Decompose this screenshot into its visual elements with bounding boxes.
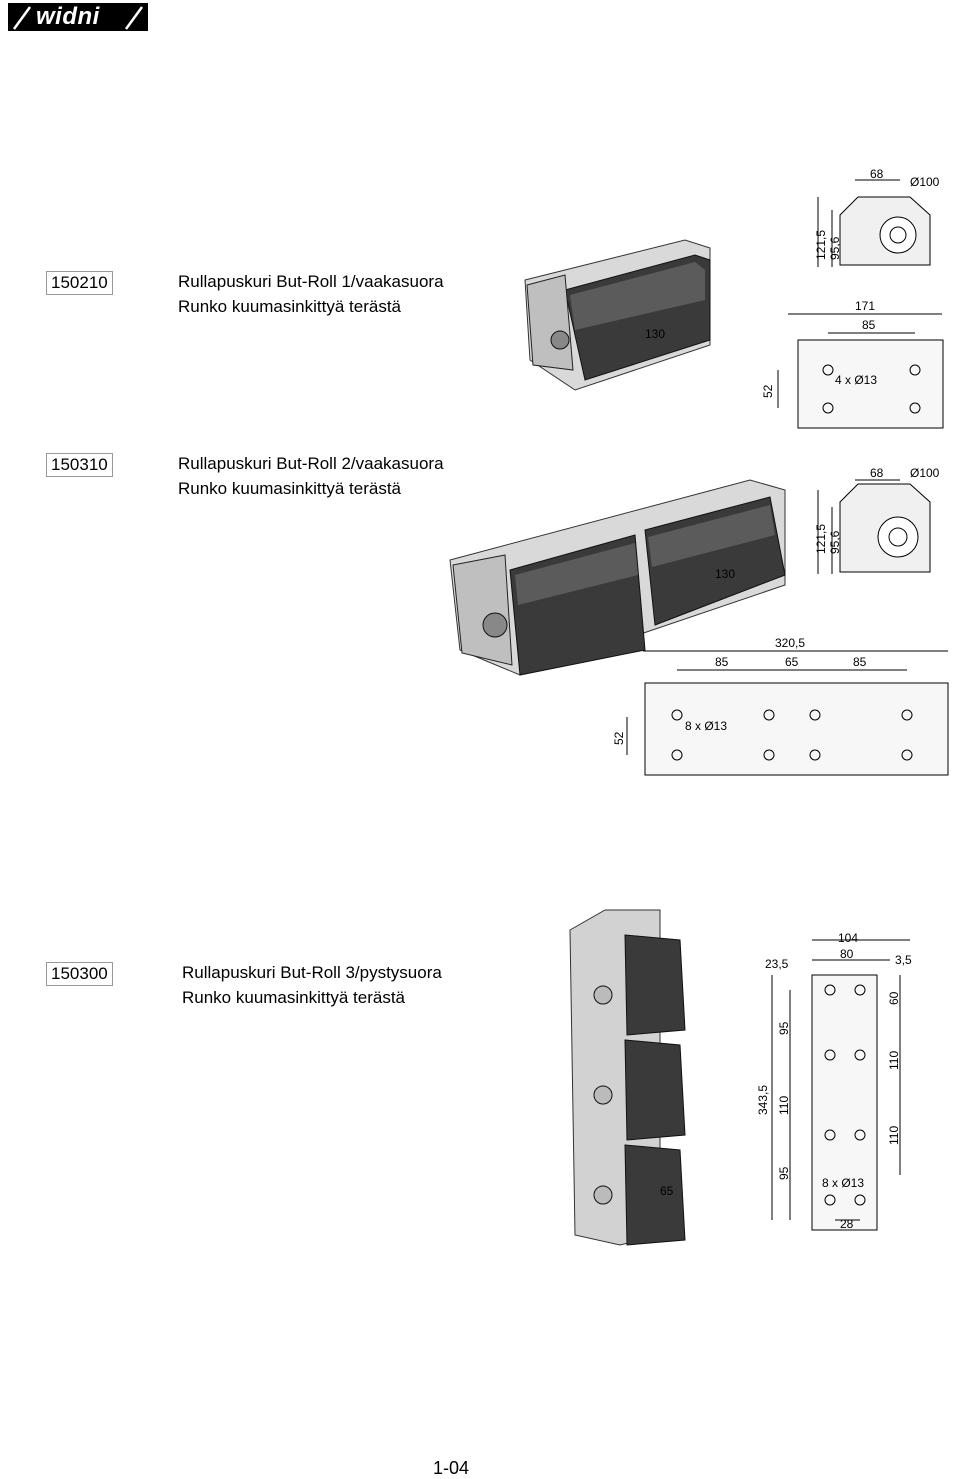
product-title-2: Rullapuskuri But-Roll 2/vaakasuora — [178, 454, 444, 473]
product-code-2: 150310 — [46, 453, 113, 477]
dim-height-axis-1: 95,6 — [828, 236, 842, 260]
plan-view-drawing-2: 320,5 85 65 85 8 x Ø13 52 — [612, 636, 949, 776]
plan-view-drawing-1: 171 85 4 x Ø13 52 — [761, 299, 944, 429]
product-code-3: 150300 — [46, 962, 113, 986]
dim-left-a-3: 95 — [777, 1021, 791, 1035]
dim-height-total-1: 121,5 — [814, 230, 828, 260]
dim-left-b-3: 110 — [777, 1096, 791, 1115]
dim-offset-right-3: 3,5 — [895, 953, 912, 967]
dim-spacing-1: 85 — [862, 318, 876, 332]
roller-label-2: 130 — [715, 567, 735, 581]
product-illustration-1: 130 — [524, 239, 711, 391]
front-view-drawing-3: 104 80 23,5 3,5 60 110 110 343,5 95 110 … — [756, 931, 912, 1231]
dim-holes-3: 8 x Ø13 — [822, 1176, 864, 1190]
side-view-drawing-1: 68 Ø100 121,5 95,6 — [814, 167, 940, 267]
dim-gap-b-3: 110 — [887, 1126, 901, 1145]
dim-length-2: 320,5 — [775, 636, 805, 650]
dim-diameter-1: Ø100 — [910, 175, 940, 189]
dim-length-1: 171 — [855, 299, 875, 313]
dim-top-3: 60 — [887, 991, 901, 1005]
widni-logo: widni — [8, 3, 148, 31]
dim-height-axis-2: 95,6 — [828, 530, 842, 554]
roller-label-3: 65 — [660, 1184, 674, 1198]
dim-spacing-c-2: 85 — [853, 655, 867, 669]
dim-depth-2: 52 — [612, 731, 626, 745]
dim-width-inner-3: 80 — [840, 947, 854, 961]
product-illustration-2: 130 — [449, 479, 786, 676]
product-title-1: Rullapuskuri But-Roll 1/vaakasuora — [178, 272, 444, 291]
dim-spacing-b-2: 65 — [785, 655, 799, 669]
dim-holes-1: 4 x Ø13 — [835, 373, 877, 387]
dim-height-total-2: 121,5 — [814, 524, 828, 554]
product-illustration-3: 65 — [569, 909, 686, 1246]
dim-height-total-3: 343,5 — [756, 1085, 770, 1115]
dim-width-1: 68 — [870, 167, 884, 181]
dim-diameter-2: Ø100 — [910, 466, 940, 480]
page-number: 1-04 — [433, 1458, 470, 1478]
dim-depth-1: 52 — [761, 384, 775, 398]
dim-gap-a-3: 110 — [887, 1051, 901, 1070]
dim-bottom-3: 28 — [840, 1217, 854, 1231]
dim-left-c-3: 95 — [777, 1166, 791, 1180]
logo-text: widni — [36, 3, 100, 30]
dim-holes-2: 8 x Ø13 — [685, 719, 727, 733]
side-view-drawing-2: 68 Ø100 121,5 95,6 — [814, 466, 940, 574]
roller-label-1: 130 — [645, 327, 665, 341]
product-subtitle-2: Runko kuumasinkittyä terästä — [178, 479, 401, 498]
dim-offset-left-3: 23,5 — [765, 957, 789, 971]
product-code-1: 150210 — [46, 271, 113, 295]
dim-width-2: 68 — [870, 466, 884, 480]
logo-slash-marks — [12, 6, 144, 30]
product-subtitle-1: Runko kuumasinkittyä terästä — [178, 297, 401, 316]
dim-width-total-3: 104 — [838, 931, 858, 945]
product-title-3: Rullapuskuri But-Roll 3/pystysuora — [182, 963, 442, 982]
dim-spacing-a-2: 85 — [715, 655, 729, 669]
product-subtitle-3: Runko kuumasinkittyä terästä — [182, 988, 405, 1007]
